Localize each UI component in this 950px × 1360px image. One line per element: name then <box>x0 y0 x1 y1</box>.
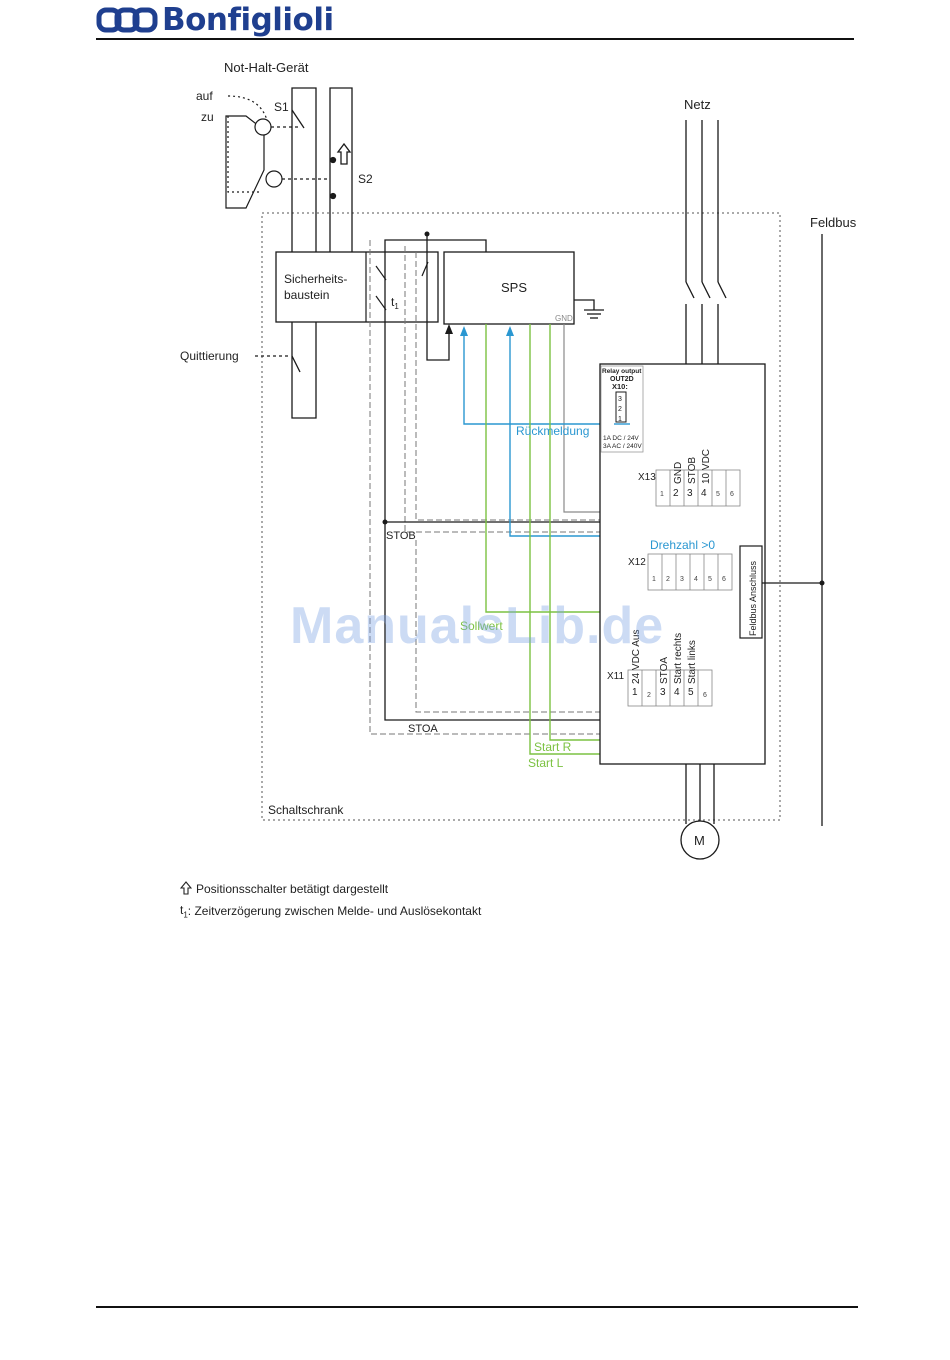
not-halt-label: Not-Halt-Gerät <box>224 60 309 75</box>
arrow-icon <box>460 326 468 336</box>
not-halt-device <box>225 95 330 209</box>
x13-pin-4: 4 <box>701 488 707 499</box>
auf-label: auf <box>196 89 213 103</box>
brand-name: Bonfiglioli <box>162 2 334 38</box>
bonfiglioli-logo-icon <box>96 7 158 33</box>
sicherheitsbaustein-label-1: Sicherheits- <box>284 272 347 286</box>
start-r-label: Start R <box>534 740 572 754</box>
x11-start-links-label: Start links <box>687 640 698 684</box>
junction-dot <box>819 580 825 586</box>
rueckmeldung-label: Rückmeldung <box>516 424 589 438</box>
motor-label: M <box>694 833 705 848</box>
t1-label: t1 <box>391 295 399 311</box>
x12-pin-4: 4 <box>694 576 698 583</box>
x12-pin-3: 3 <box>680 576 684 583</box>
footer-rule <box>96 1306 858 1308</box>
page-header: Bonfiglioli <box>96 0 854 40</box>
x11-24vdc-label: 24 VDC Aus <box>631 630 642 684</box>
x11-terminal-block <box>627 669 713 707</box>
emergency-stop-contacts <box>255 87 353 419</box>
x11-pin-5: 5 <box>688 687 694 698</box>
x12-pin-2: 2 <box>666 576 670 583</box>
junction-dot <box>382 519 388 525</box>
sps-gnd-label: GND <box>555 314 573 323</box>
netz-label: Netz <box>684 97 711 112</box>
x11-pin-4: 4 <box>674 687 680 698</box>
sicherheitsbaustein-label-2: baustein <box>284 288 329 302</box>
arrow-icon <box>506 326 514 336</box>
x11-stoa-label: STOA <box>659 657 670 684</box>
relay-x10-label: X10: <box>612 382 628 391</box>
relay-pin-1: 1 <box>618 416 622 423</box>
motor-symbol <box>680 820 720 860</box>
x11-pin-6: 6 <box>703 692 707 699</box>
note-time-delay: t1 : Zeitverzögerung zwischen Melde- und… <box>180 900 481 922</box>
x13-terminal-block <box>655 469 741 507</box>
stoa-label: STOA <box>408 723 438 735</box>
relay-terminal <box>615 391 627 423</box>
note-1-text: Positionsschalter betätigt dargestellt <box>196 882 389 896</box>
legend-notes: Positionsschalter betätigt dargestellt t… <box>179 878 481 922</box>
schaltschrank-enclosure <box>261 212 781 821</box>
x13-10vdc-label: 10 VDC <box>701 449 712 484</box>
relay-title: Relay output <box>602 368 642 375</box>
sps-label: SPS <box>501 280 527 295</box>
relay-spec-dc: 1A DC / 24V <box>603 435 639 442</box>
x13-pin-3: 3 <box>687 488 693 499</box>
relay-spec-ac: 3A AC / 240V <box>603 443 642 450</box>
x13-label: X13 <box>638 472 656 483</box>
arrow-up-outline-icon <box>179 880 196 898</box>
x13-pin-1: 1 <box>660 491 664 498</box>
feldbus-label: Feldbus <box>810 215 857 230</box>
x12-pin-6: 6 <box>722 576 726 583</box>
x12-terminal-block <box>647 553 733 591</box>
x13-pin-5: 5 <box>716 491 720 498</box>
junction-dot <box>424 231 430 237</box>
x12-label: X12 <box>628 557 646 568</box>
x11-start-rechts-label: Start rechts <box>673 633 684 684</box>
relay-pin-2: 2 <box>618 406 622 413</box>
mains-supply <box>685 120 727 364</box>
x13-pin-6: 6 <box>730 491 734 498</box>
x12-pin-1: 1 <box>652 576 656 583</box>
x11-label: X11 <box>607 671 624 682</box>
note-2-symbol: t1 <box>180 902 188 920</box>
note-position-switch: Positionsschalter betätigt dargestellt <box>179 878 481 900</box>
watermark: ManualsLib.de <box>290 597 665 655</box>
x11-pin-2: 2 <box>647 692 651 699</box>
x13-stob-label: STOB <box>687 457 698 484</box>
s2-label: S2 <box>358 172 373 186</box>
x13-pin-2: 2 <box>673 488 679 499</box>
feldbus-anschluss-label: Feldbus Anschluss <box>748 560 758 636</box>
zu-label: zu <box>201 110 214 124</box>
note-2-text: : Zeitverzögerung zwischen Melde- und Au… <box>187 904 482 918</box>
relay-pin-3: 3 <box>618 396 622 403</box>
s1-label: S1 <box>274 100 289 114</box>
drehzahl-label: Drehzahl >0 <box>650 538 715 552</box>
arrow-icon <box>445 324 453 334</box>
x12-pin-5: 5 <box>708 576 712 583</box>
schaltschrank-label: Schaltschrank <box>268 803 344 817</box>
x11-pin-3: 3 <box>660 687 666 698</box>
motor-feed <box>685 764 715 824</box>
start-l-label: Start L <box>528 756 564 770</box>
sps-box <box>443 251 575 325</box>
feldbus-anschluss-box <box>739 545 763 639</box>
x13-gnd-label: GND <box>673 462 684 484</box>
brand-logo: Bonfiglioli <box>96 2 334 38</box>
header-rule <box>96 38 854 40</box>
stob-label: STOB <box>386 530 416 542</box>
sollwert-label: Sollwert <box>460 619 503 633</box>
x11-pin-1: 1 <box>632 687 638 698</box>
relay-out-label: OUT2D <box>610 376 634 383</box>
quittierung-label: Quittierung <box>180 349 239 363</box>
sicherheitsbaustein-box <box>275 251 439 323</box>
